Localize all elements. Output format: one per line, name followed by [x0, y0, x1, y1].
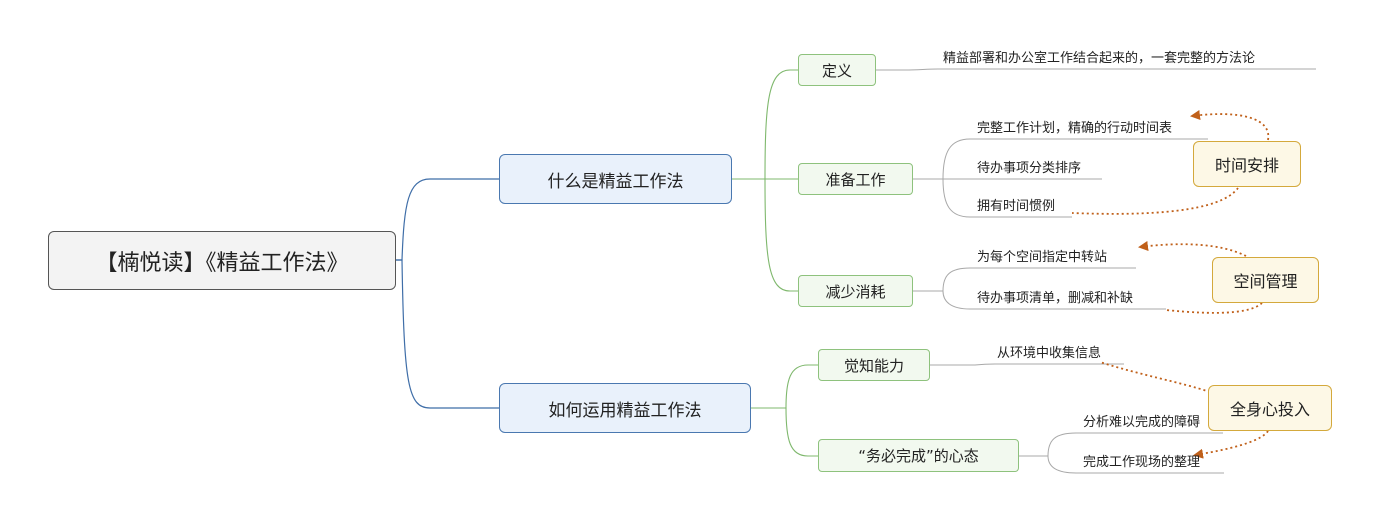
leaf-transfer-station: 为每个空间指定中转站: [977, 250, 1108, 265]
main-topic-what-is[interactable]: 什么是精益工作法: [499, 154, 732, 204]
link-root-main2: [396, 259, 499, 409]
relation-space-line: [1165, 302, 1263, 314]
root-topic[interactable]: 【楠悦读】《精益工作法》: [48, 231, 396, 290]
leaf-collect-info: 从环境中收集信息: [997, 346, 1102, 361]
leaf-full-plan: 完整工作计划，精确的行动时间表: [977, 121, 1173, 136]
callout-label: 时间安排: [1214, 156, 1279, 175]
link-dingyi-leaf: [876, 68, 1316, 71]
link-wubi-leaf1: [1019, 432, 1223, 457]
leaf-definition-text: 精益部署和办公室工作结合起来的，一套完整的方法论: [943, 51, 1256, 66]
main-topic-how-to-use[interactable]: 如何运用精益工作法: [499, 383, 751, 433]
leaf-time-habit: 拥有时间惯例: [977, 199, 1056, 214]
callout-label: 空间管理: [1233, 272, 1298, 291]
link-root-main1: [396, 178, 499, 261]
subtopic-preparation[interactable]: 准备工作: [798, 163, 913, 195]
callout-label: 全身心投入: [1229, 400, 1310, 419]
subtopic-awareness[interactable]: 觉知能力: [818, 349, 930, 381]
link-zhunbei-leaf3: [913, 178, 1072, 218]
relation-space-arrow: [1138, 241, 1247, 257]
callout-time-schedule[interactable]: 时间安排: [1193, 141, 1301, 187]
link-jianshao-leaf1: [913, 267, 1136, 292]
subtopic-label: 觉知能力: [843, 356, 904, 375]
relation-focus-arrow: [1193, 430, 1269, 459]
relation-focus-line: [1099, 361, 1211, 393]
subtopic-label: 准备工作: [825, 170, 886, 189]
leaf-analyze-obstacles: 分析难以完成的障碍: [1083, 415, 1201, 430]
subtopic-label: 减少消耗: [825, 282, 886, 301]
callout-space-management[interactable]: 空间管理: [1212, 257, 1319, 303]
main-topic-label: 什么是精益工作法: [547, 171, 684, 192]
leaf-todo-list: 待办事项清单，删减和补缺: [977, 291, 1134, 306]
root-topic-label: 【楠悦读】《精益工作法》: [95, 250, 349, 276]
subtopic-definition[interactable]: 定义: [798, 54, 876, 86]
subtopic-label: “务必完成”的心态: [858, 447, 979, 465]
subtopic-label: 定义: [821, 61, 852, 80]
link-main1-dingyi: [732, 69, 798, 180]
link-main1-jianshao: [732, 178, 798, 292]
callout-full-engagement[interactable]: 全身心投入: [1208, 385, 1332, 431]
leaf-tidy-workspace: 完成工作现场的整理: [1083, 455, 1201, 470]
subtopic-reduce-waste[interactable]: 减少消耗: [798, 275, 913, 307]
relation-time-line: [1071, 187, 1239, 215]
link-main2-juezhi: [751, 364, 818, 409]
main-topic-label: 如何运用精益工作法: [548, 400, 702, 421]
relation-time-arrow: [1190, 110, 1270, 141]
subtopic-must-finish[interactable]: “务必完成”的心态: [818, 439, 1019, 472]
leaf-todo-sort: 待办事项分类排序: [977, 161, 1082, 176]
link-jianshao-leaf2: [913, 290, 1166, 310]
link-juezhi-leaf: [930, 363, 1124, 366]
link-main2-wubi: [751, 407, 818, 457]
link-wubi-leaf2: [1019, 455, 1224, 474]
